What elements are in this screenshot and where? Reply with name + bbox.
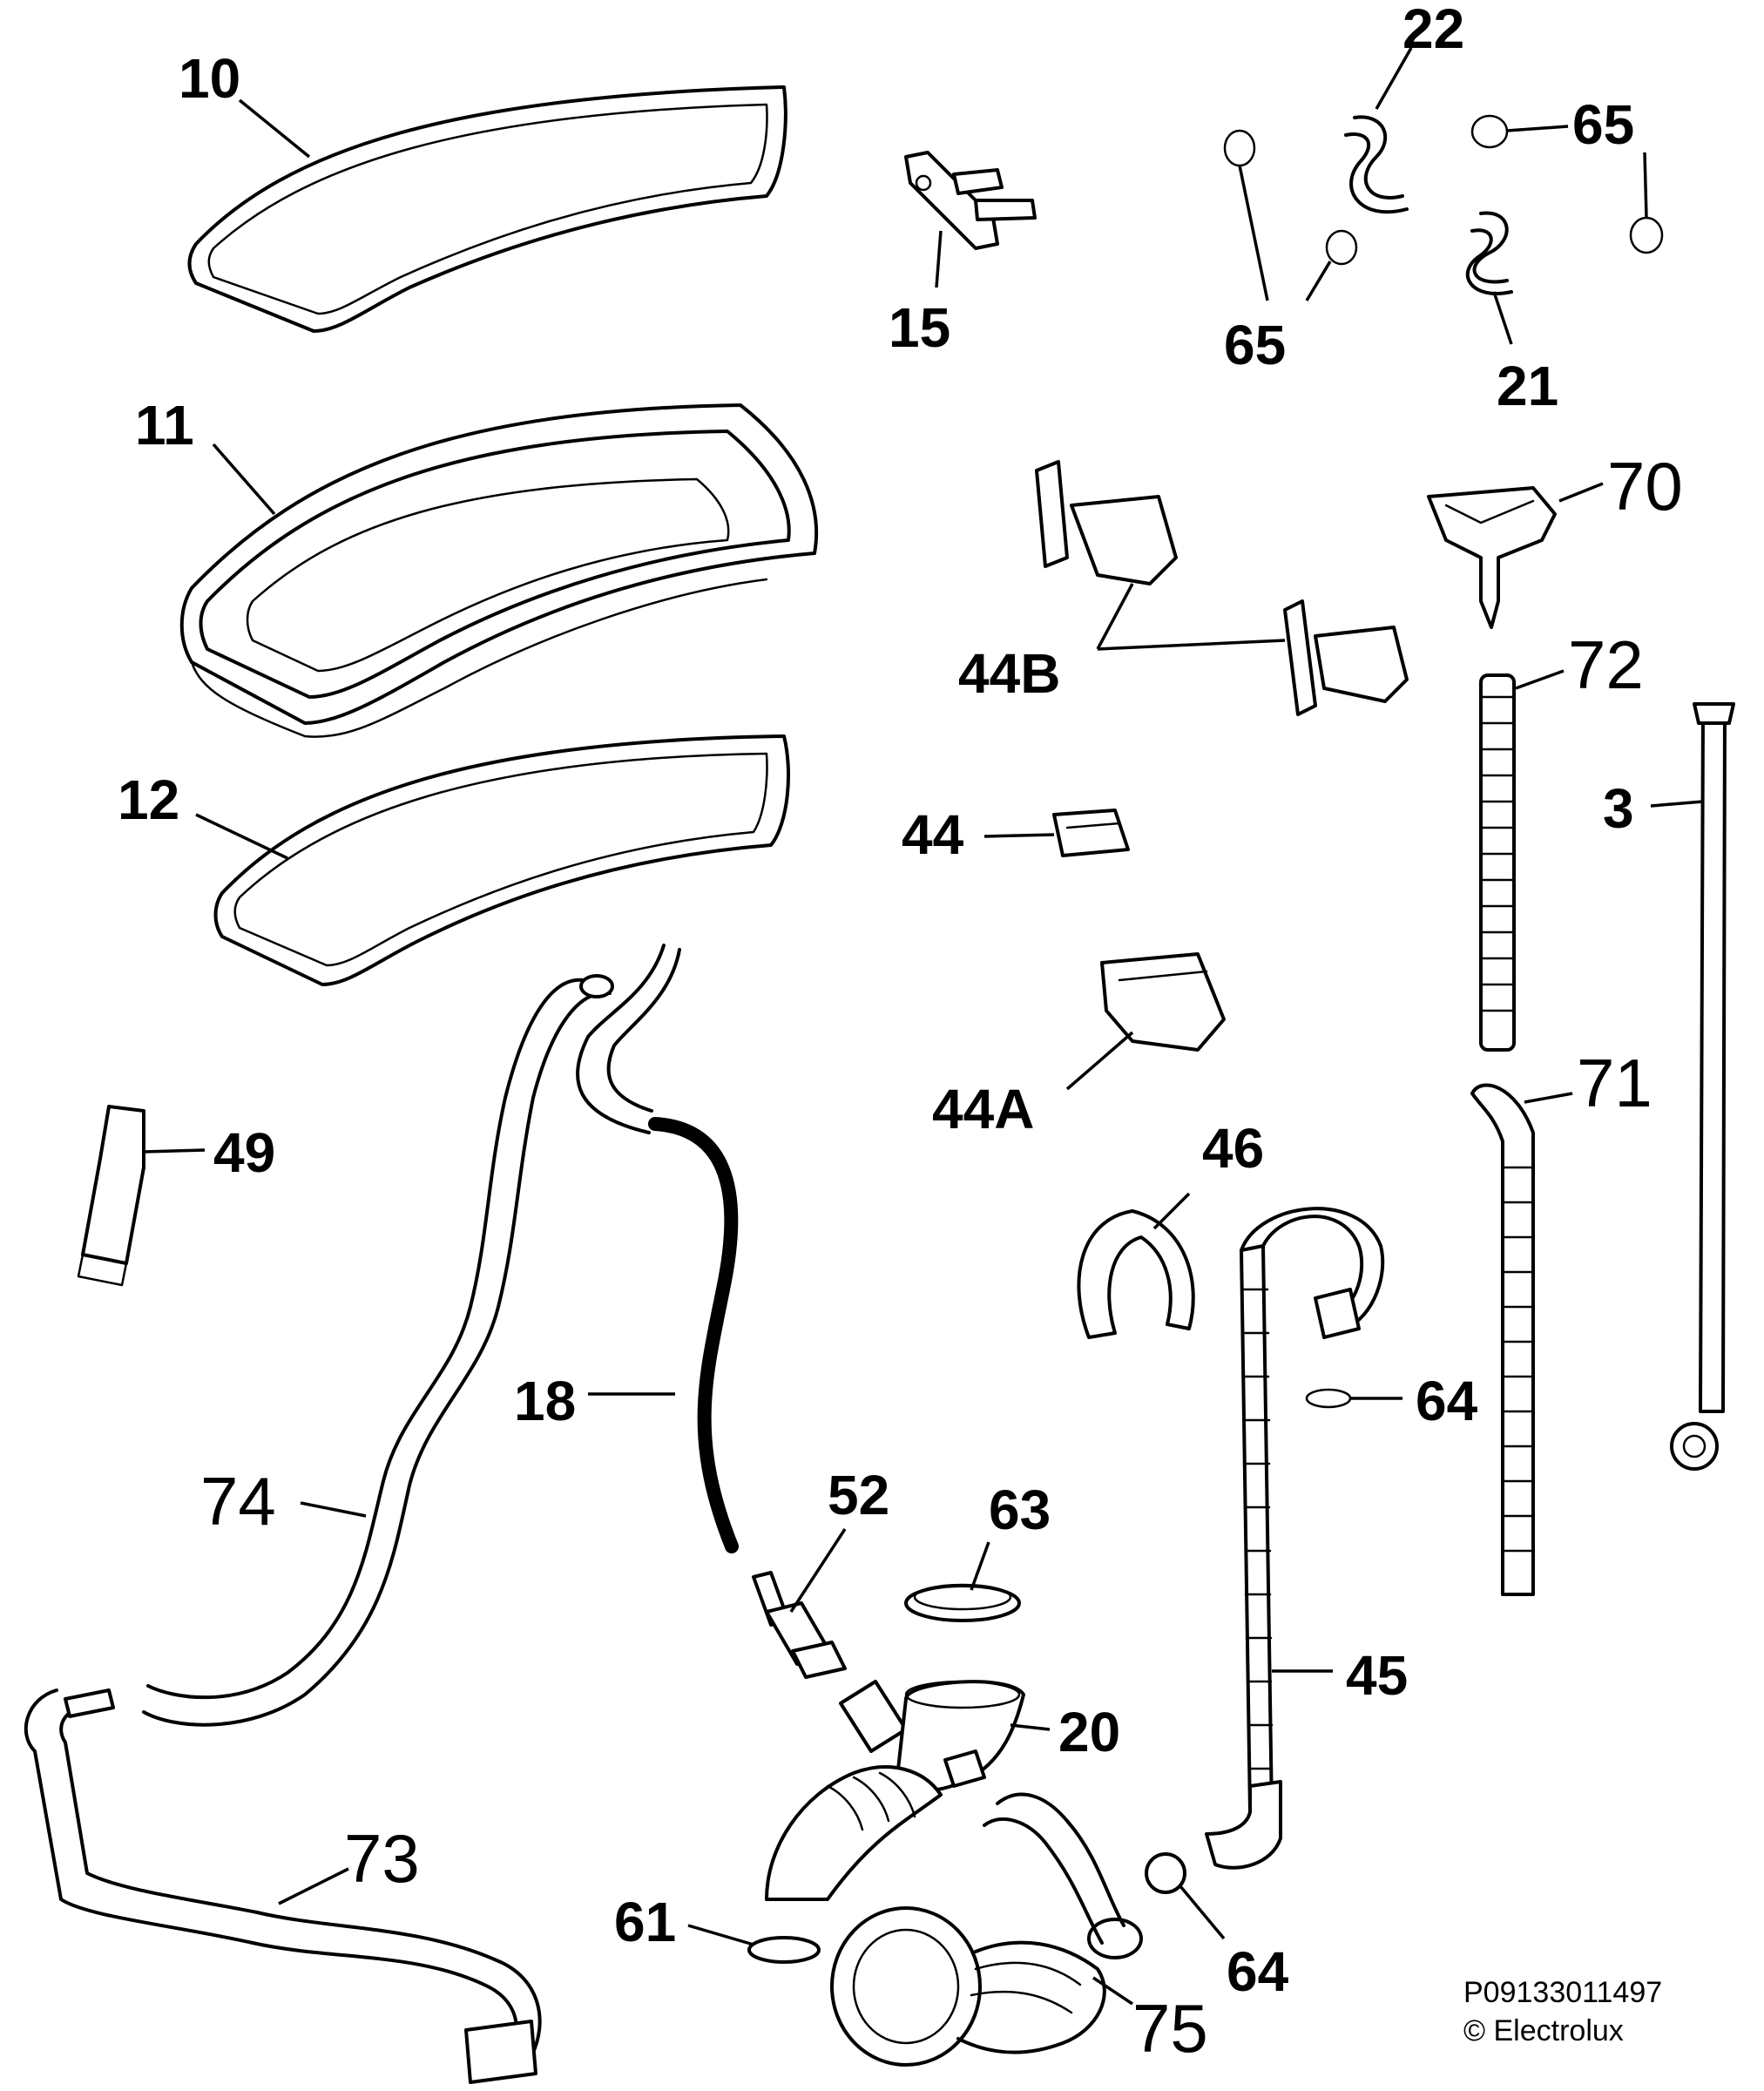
part-49-brush: [77, 1105, 145, 1287]
label-52: 52: [828, 1464, 889, 1526]
part-22-elbow-hose: [1344, 115, 1409, 214]
label-44a: 44A: [932, 1078, 1034, 1140]
label-12: 12: [118, 768, 179, 831]
part-21-elbow-hose: [1465, 211, 1513, 295]
part-18-dark-hose: [576, 944, 739, 1553]
part-45-drain-hose: [1205, 1207, 1385, 1870]
part-72-corrugated-tube: [1479, 673, 1516, 1052]
label-22: 22: [1402, 0, 1464, 60]
label-65-left: 65: [1224, 314, 1286, 376]
part-44-clip: [1052, 809, 1130, 857]
label-20: 20: [1058, 1701, 1120, 1763]
label-70: 70: [1607, 448, 1683, 524]
label-61: 61: [614, 1891, 676, 1953]
label-11: 11: [135, 394, 194, 457]
part-70-dispenser-connector: [1427, 486, 1557, 629]
label-73: 73: [344, 1820, 420, 1897]
label-44: 44: [902, 803, 964, 866]
part-44b-clip-holders: [1035, 460, 1409, 716]
label-15: 15: [889, 296, 950, 359]
label-45: 45: [1346, 1644, 1408, 1707]
reference-code: P09133011497: [1463, 1976, 1662, 2009]
label-72: 72: [1568, 626, 1644, 703]
label-65-right: 65: [1572, 93, 1634, 156]
part-61-clamp: [747, 1936, 821, 1964]
label-44b: 44B: [958, 642, 1060, 705]
label-71: 71: [1577, 1045, 1652, 1121]
label-74: 74: [200, 1463, 276, 1539]
label-21: 21: [1497, 355, 1558, 417]
part-75-drain-pump: [830, 1792, 1143, 2067]
part-73-hose: [24, 1688, 542, 2084]
part-44a-clip: [1100, 952, 1226, 1052]
part-52-fitting: [752, 1571, 847, 1679]
part-63-clamp: [904, 1583, 1021, 1622]
label-10: 10: [179, 47, 240, 110]
label-18: 18: [514, 1370, 576, 1432]
label-75: 75: [1132, 1990, 1208, 2067]
label-46: 46: [1202, 1117, 1264, 1180]
part-74-hose: [142, 974, 614, 1727]
label-3: 3: [1603, 777, 1634, 840]
label-64-upper: 64: [1416, 1370, 1478, 1432]
part-3-inlet-pipe: [1670, 702, 1735, 1471]
part-46-hose-clip: [1077, 1209, 1195, 1339]
label-64-lower: 64: [1227, 1940, 1289, 2003]
part-10-seal-ring: [187, 85, 787, 333]
leader-lines: [143, 47, 1704, 2006]
part-71-corrugated-hose: [1470, 1083, 1535, 1596]
label-49: 49: [213, 1121, 275, 1184]
label-63: 63: [989, 1479, 1051, 1541]
part-20-sump-hose: [765, 1680, 1025, 1901]
part-15-connector: [904, 151, 1037, 250]
part-11-door-gasket: [179, 403, 819, 738]
copyright-text: © Electrolux: [1463, 2014, 1624, 2047]
part-12-seal-ring: [213, 734, 790, 986]
part-labels: 10 11 12 15 22 65 65 21 70 44B 72 3 44 4…: [118, 0, 1683, 2067]
